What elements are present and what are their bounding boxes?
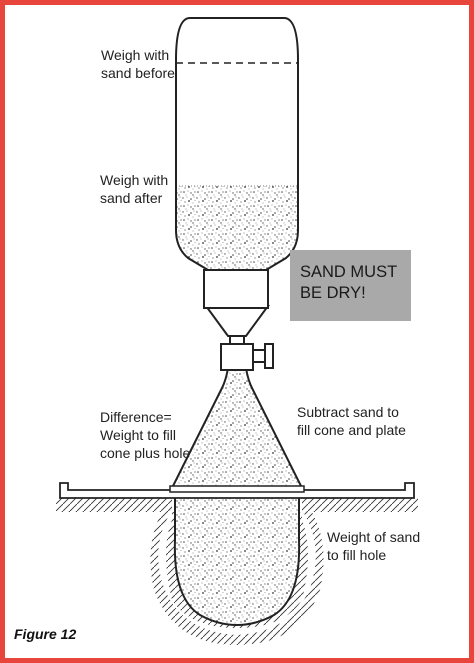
sand-cone (170, 367, 304, 489)
bottle-collar (203, 269, 269, 309)
cone-rim (169, 485, 305, 493)
sand-jar (175, 17, 299, 271)
valve (220, 336, 274, 371)
figure-caption: Figure 12 (14, 626, 77, 642)
label-weigh-before: Weigh with sand before (101, 47, 175, 81)
label-weigh-after: Weigh with sand after (100, 172, 169, 206)
label-difference: Difference= Weight to fill cone plus hol… (100, 409, 191, 461)
warning-text: SAND MUST BE DRY! (300, 263, 398, 302)
label-subtract: Subtract sand to fill cone and plate (297, 404, 406, 438)
funnel (204, 305, 270, 337)
hole (173, 496, 301, 627)
label-weight-hole: Weight of sand to fill hole (327, 529, 421, 563)
warning-box: SAND MUST BE DRY! (290, 250, 411, 321)
